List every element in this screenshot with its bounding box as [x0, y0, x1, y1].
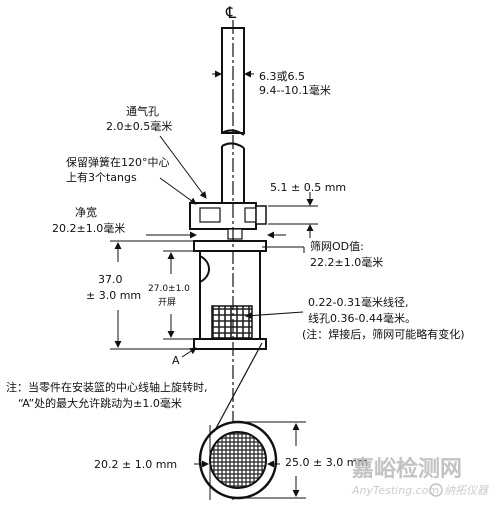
total-height-value: 37.0	[98, 273, 123, 286]
basket-cylinder	[193, 240, 267, 350]
spring-line1: 保留弹簧在120°中心	[66, 155, 170, 169]
centerline-symbol: ℄	[225, 3, 237, 22]
watermark-badge-icon	[429, 483, 443, 497]
watermark: 嘉峪检测网 AnyTesting.com 纳拓仪器	[351, 456, 489, 497]
retainer-clip	[189, 202, 267, 240]
rod-diameter-line1: 6.3或6.5	[259, 70, 305, 83]
rod-diameter-line2: 9.4--10.1毫米	[259, 83, 331, 97]
dim-bottom-inner: 20.2 ± 1.0 mm	[94, 425, 280, 500]
dim-rod-diameter: 6.3或6.5 9.4--10.1毫米	[212, 70, 331, 97]
opening-value: 27.0±1.0	[148, 284, 190, 294]
bottom-view	[198, 420, 278, 500]
vent-hole-callout: 通气孔 2.0±0.5毫米	[106, 104, 207, 199]
clip-height-value: 5.1 ± 0.5 mm	[270, 181, 346, 194]
total-height-tolerance: ± 3.0 mm	[86, 289, 141, 302]
dim-clear-width: 净宽 20.2±1.0毫米	[52, 205, 286, 239]
wire-callout: 0.22-0.31毫米线径, 线孔0.36-0.44毫米。 (注：焊接后，筛网可…	[245, 295, 465, 341]
spring-line2: 上有3个tangs	[66, 170, 137, 184]
bottom-inner-value: 20.2 ± 1.0 mm	[94, 458, 177, 471]
dim-total-height: 37.0 ± 3.0 mm	[86, 240, 194, 350]
screen-od-label: 筛网OD值:	[310, 239, 364, 253]
point-a-label: A	[172, 354, 180, 367]
clear-width-label: 净宽	[75, 205, 97, 219]
dim-screen-od: 筛网OD值: 22.2±1.0毫米	[262, 239, 383, 269]
screen-od-value: 22.2±1.0毫米	[310, 255, 383, 269]
wire-line2: 线孔0.36-0.44毫米。	[308, 311, 416, 325]
spring-callout: 保留弹簧在120°中心 上有3个tangs	[66, 155, 197, 205]
vent-hole-value: 2.0±0.5毫米	[106, 119, 172, 133]
dim-opening: 27.0±1.0 开屏	[148, 250, 199, 340]
clear-width-value: 20.2±1.0毫米	[52, 221, 125, 235]
watermark-badge: 纳拓仪器	[444, 484, 489, 497]
vent-hole-label: 通气孔	[126, 104, 159, 118]
watermark-sub: AnyTesting.com	[351, 484, 439, 497]
point-a-marker: A	[172, 347, 197, 367]
dim-clip-height: 5.1 ± 0.5 mm	[268, 181, 346, 238]
note-line2: “A”处的最大允许跳动为±1.0毫米	[18, 396, 182, 410]
wire-line3: (注：焊接后，筛网可能略有变化)	[302, 327, 465, 341]
note-line1: 注：当零件在安装篮的中心线轴上旋转时,	[6, 380, 208, 394]
runout-note: 注：当零件在安装篮的中心线轴上旋转时, “A”处的最大允许跳动为±1.0毫米	[6, 380, 208, 410]
dim-bottom-outer: 25.0 ± 3.0 mm	[240, 421, 368, 499]
wire-line1: 0.22-0.31毫米线径,	[308, 295, 408, 309]
watermark-main: 嘉峪检测网	[352, 456, 462, 482]
bottom-outer-value: 25.0 ± 3.0 mm	[285, 456, 368, 469]
opening-label: 开屏	[158, 297, 176, 308]
